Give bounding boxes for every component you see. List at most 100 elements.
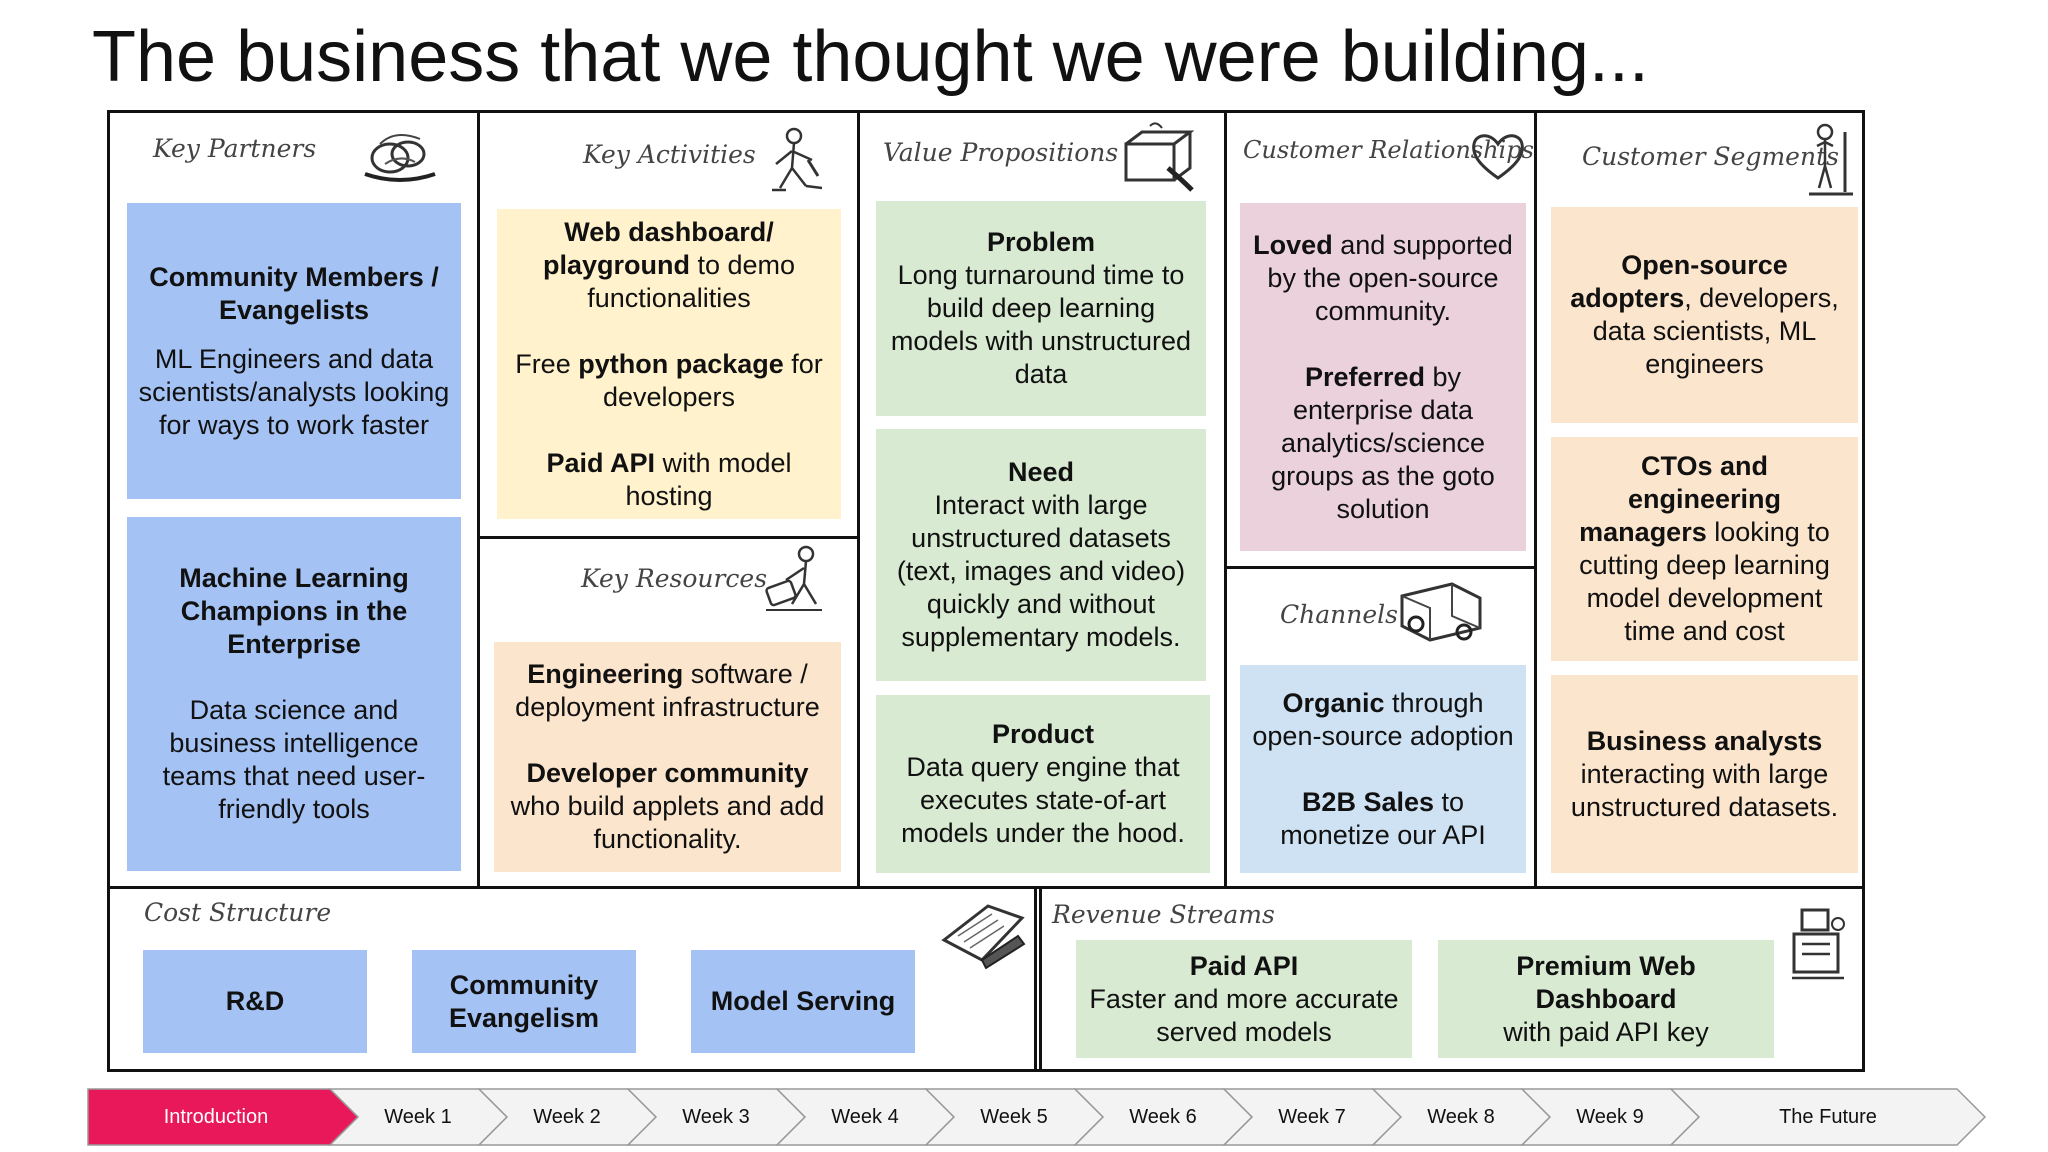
activity-text: Free xyxy=(515,348,579,379)
card-heading: Need xyxy=(1007,457,1075,487)
activity-paid-api: Paid API xyxy=(546,447,655,478)
key-activities-card: Web dashboard/ playground to demo functi… xyxy=(497,209,841,519)
customer-segment-open-source-card: Open-source adopters, developers, data s… xyxy=(1551,207,1858,423)
value-prop-need-card: Need Interact with large unstructured da… xyxy=(876,429,1206,681)
customer-relationships-card: Loved and supported by the open-source c… xyxy=(1240,203,1526,551)
divider xyxy=(1224,566,1537,569)
segment-heading: Business analysts xyxy=(1586,725,1823,756)
channel-text: to monetize our API xyxy=(1280,786,1486,850)
key-partners-label: Key Partners xyxy=(153,134,317,163)
relationship-preferred: Preferred xyxy=(1304,361,1426,392)
revenue-paid-api-card: Paid API Faster and more accurate served… xyxy=(1076,940,1412,1058)
truck-sketch-icon xyxy=(1400,582,1482,642)
tools-sketch-icon xyxy=(765,545,822,611)
channels-label: Channels xyxy=(1280,600,1398,629)
cash-register-sketch-icon xyxy=(1792,908,1845,980)
nav-item-introduction[interactable]: Introduction xyxy=(163,1106,269,1128)
progress-nav xyxy=(87,1088,1987,1146)
nav-item-week-1[interactable]: Week 1 xyxy=(384,1106,452,1128)
divider xyxy=(1534,110,1537,887)
value-prop-product-card: Product Data query engine that executes … xyxy=(876,695,1210,873)
cost-rnd-card: R&D xyxy=(143,950,367,1053)
channel-organic: Organic xyxy=(1282,687,1385,718)
key-partners-card-ml-champions: Machine Learning Champions in the Enterp… xyxy=(127,517,461,871)
nav-item-week-5[interactable]: Week 5 xyxy=(980,1106,1048,1128)
business-model-canvas xyxy=(107,110,1865,1072)
cost-item: Model Serving xyxy=(710,986,896,1016)
key-activities-label: Key Activities xyxy=(583,140,756,169)
value-prop-problem-card: Problem Long turnaround time to build de… xyxy=(876,201,1206,416)
divider xyxy=(1039,886,1042,1072)
segment-heading: Open-source adopters xyxy=(1570,250,1788,313)
key-resources-card: Engineering software / deployment infras… xyxy=(494,642,841,872)
channel-text: through open-source adoption xyxy=(1252,687,1514,751)
cost-structure-label: Cost Structure xyxy=(144,898,332,927)
divider xyxy=(1034,886,1037,1072)
key-partners-card-community: Community Members / Evangelists ML Engin… xyxy=(127,203,461,499)
segment-heading: CTOs and engineering managers xyxy=(1579,451,1782,547)
card-heading: Community Members / Evangelists xyxy=(149,261,439,325)
divider xyxy=(1224,110,1227,887)
resource-developer-community: Developer community xyxy=(526,758,809,788)
divider xyxy=(477,536,860,539)
segment-text: interacting with large unstructured data… xyxy=(1570,758,1839,822)
cost-item: Community Evangelism xyxy=(448,969,600,1033)
relationship-text: by enterprise data analytics/science gro… xyxy=(1271,361,1495,524)
card-heading: Problem xyxy=(986,227,1096,257)
activity-text: for developers xyxy=(602,348,823,412)
resource-text: software / deployment infrastructure xyxy=(515,659,820,722)
heart-sketch-icon xyxy=(1472,134,1524,180)
nav-item-week-3[interactable]: Week 3 xyxy=(682,1106,750,1128)
nav-item-the-future[interactable]: The Future xyxy=(1779,1106,1877,1128)
card-heading: Product xyxy=(991,719,1094,749)
resource-text: who build applets and add functionality. xyxy=(510,791,825,854)
card-text: Data query engine that executes state-of… xyxy=(901,752,1185,848)
activity-python-package: python package xyxy=(578,348,784,379)
activity-web-dashboard: Web dashboard/ playground xyxy=(542,216,774,280)
segment-text: looking to cutting deep learning model d… xyxy=(1579,517,1830,646)
resource-engineering: Engineering xyxy=(527,659,684,689)
handshake-sketch-icon xyxy=(364,134,436,182)
key-resources-label: Key Resources xyxy=(581,564,768,593)
revenue-premium-dashboard-card: Premium Web Dashboard with paid API key xyxy=(1438,940,1774,1058)
receipt-sketch-icon xyxy=(941,904,1026,970)
card-text: Long turnaround time to build deep learn… xyxy=(890,260,1192,389)
customer-segment-ctos-card: CTOs and engineering managers looking to… xyxy=(1551,437,1858,661)
nav-item-week-6[interactable]: Week 6 xyxy=(1129,1106,1197,1128)
revenue-streams-label: Revenue Streams xyxy=(1052,900,1275,929)
nav-item-week-8[interactable]: Week 8 xyxy=(1427,1106,1495,1128)
divider xyxy=(857,110,860,887)
relationship-loved: Loved xyxy=(1253,229,1333,260)
channels-card: Organic through open-source adoption B2B… xyxy=(1240,665,1526,873)
card-text: ML Engineers and data scientists/analyst… xyxy=(138,343,450,440)
revenue-heading: Premium Web Dashboard xyxy=(1516,950,1696,1014)
divider xyxy=(477,110,480,887)
activity-text: with model hosting xyxy=(625,447,792,511)
nav-item-week-7[interactable]: Week 7 xyxy=(1278,1106,1346,1128)
cost-item: R&D xyxy=(225,986,285,1016)
revenue-text: Faster and more accurate served models xyxy=(1089,983,1399,1047)
revenue-heading: Paid API xyxy=(1189,950,1299,981)
worker-sketch-icon xyxy=(772,127,823,192)
card-text: Interact with large unstructured dataset… xyxy=(896,490,1186,652)
cost-community-evangelism-card: Community Evangelism xyxy=(412,950,636,1053)
value-propositions-label: Value Propositions xyxy=(883,138,1119,167)
nav-chevron-the-future[interactable] xyxy=(1669,1088,1987,1146)
segment-text: , developers, data scientists, ML engine… xyxy=(1592,283,1839,379)
person-standing-sketch-icon xyxy=(1809,123,1853,196)
customer-segments-label: Customer Segments xyxy=(1582,142,1839,171)
customer-segment-business-analysts-card: Business analysts interacting with large… xyxy=(1551,675,1858,873)
cost-model-serving-card: Model Serving xyxy=(691,950,915,1053)
card-heading: Machine Learning Champions in the Enterp… xyxy=(179,563,409,659)
nav-item-week-2[interactable]: Week 2 xyxy=(533,1106,601,1128)
card-text: Data science and business intelligence t… xyxy=(162,695,426,824)
revenue-text: with paid API key xyxy=(1503,1016,1709,1047)
gift-box-sketch-icon xyxy=(1124,122,1194,192)
channel-b2b-sales: B2B Sales xyxy=(1301,786,1435,817)
nav-item-week-4[interactable]: Week 4 xyxy=(831,1106,899,1128)
customer-relationships-label: Customer Relationships xyxy=(1243,136,1534,164)
nav-item-week-9[interactable]: Week 9 xyxy=(1576,1106,1644,1128)
relationship-text: and supported by the open-source communi… xyxy=(1267,229,1513,326)
page-title: The business that we thought we were bui… xyxy=(92,17,1649,97)
activity-text: to demo functionalities xyxy=(587,249,796,313)
